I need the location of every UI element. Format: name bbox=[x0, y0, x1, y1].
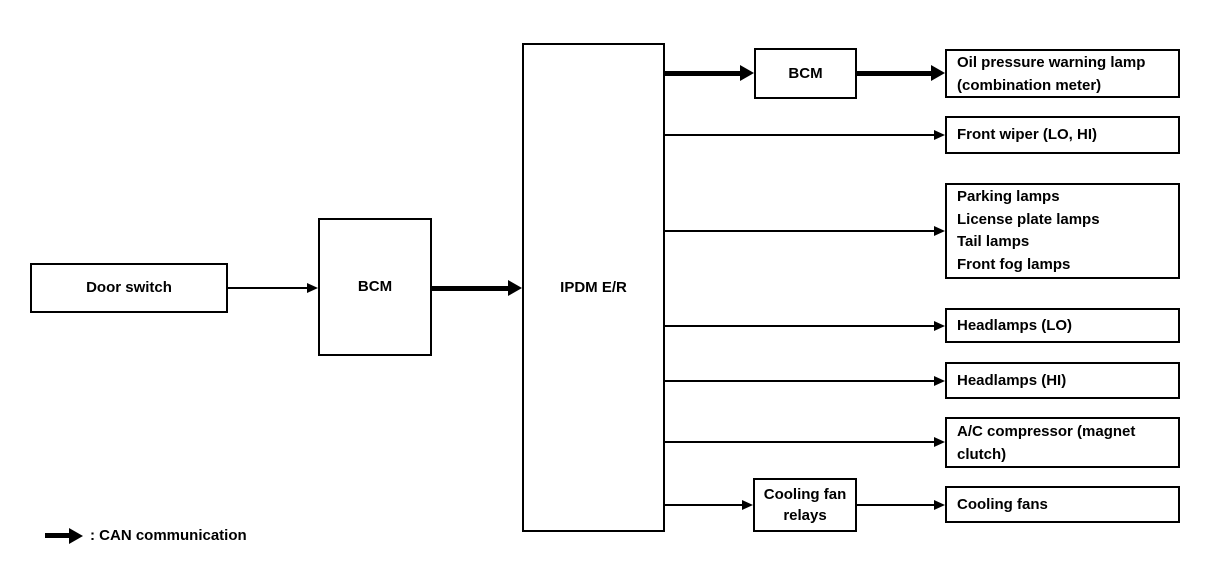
output-box-headlamps-hi: Headlamps (HI) bbox=[945, 362, 1180, 399]
can-arrow-bcm-to-ipdm bbox=[432, 280, 522, 296]
signal-arrow-ipdm-to-front-wiper bbox=[665, 127, 945, 143]
arrow-head-icon bbox=[934, 226, 945, 236]
arrow-head-icon bbox=[934, 376, 945, 386]
node-cooling-fan-relays: Cooling fan relays bbox=[753, 478, 857, 532]
output-line: License plate lamps bbox=[957, 210, 1100, 228]
output-line: (combination meter) bbox=[957, 76, 1102, 94]
signal-arrow-ipdm-to-exterior-lamps bbox=[665, 223, 945, 239]
arrow-shaft bbox=[228, 287, 307, 289]
node-door-switch: Door switch bbox=[30, 263, 228, 313]
arrow-head-icon bbox=[931, 65, 945, 81]
signal-arrow-ipdm-to-headlamps-hi bbox=[665, 373, 945, 389]
signal-arrow-ipdm-to-ac-compressor bbox=[665, 434, 945, 450]
signal-arrow-ipdm-to-cooling-fan-relays bbox=[665, 497, 753, 513]
output-line: Headlamps (LO) bbox=[957, 316, 1073, 334]
arrow-shaft bbox=[665, 70, 740, 76]
arrow-shaft bbox=[432, 285, 508, 291]
can-arrow-bcm-to-oil-pressure-lamp bbox=[857, 65, 945, 81]
output-line: A/C compressor (magnet clutch) bbox=[957, 422, 1136, 463]
arrow-head-icon bbox=[934, 437, 945, 447]
signal-arrow-relays-to-cooling-fans bbox=[857, 497, 945, 513]
can-arrow-ipdm-to-bcm bbox=[665, 65, 754, 81]
arrow-head-icon bbox=[934, 500, 945, 510]
arrow-shaft bbox=[665, 380, 934, 382]
arrow-shaft bbox=[665, 504, 742, 506]
output-line: Tail lamps bbox=[957, 233, 1030, 250]
legend-can-communication: : CAN communication bbox=[45, 527, 247, 544]
output-box-oil-pressure-warning-lamp: Oil pressure warning lamp (combination m… bbox=[945, 49, 1180, 98]
node-bcm-label: BCM bbox=[357, 278, 393, 295]
arrow-head-icon bbox=[934, 321, 945, 331]
output-line: Front fog lamps bbox=[957, 255, 1071, 273]
arrow-shaft bbox=[665, 134, 934, 136]
node-bcm-top-label: BCM bbox=[788, 64, 823, 82]
arrow-shaft bbox=[665, 325, 934, 327]
node-bcm: BCM bbox=[318, 218, 432, 356]
signal-arrow-door-switch-to-bcm bbox=[228, 280, 318, 296]
arrow-head-icon bbox=[69, 527, 83, 544]
output-box-exterior-lamps: Parking lamps License plate lamps Tail l… bbox=[945, 183, 1180, 279]
output-line: Parking lamps bbox=[957, 188, 1060, 205]
node-door-switch-label: Door switch bbox=[86, 279, 172, 296]
arrow-head-icon bbox=[508, 280, 522, 296]
node-ipdm-er: IPDM E/R bbox=[522, 43, 665, 532]
arrow-head-icon bbox=[740, 65, 754, 81]
legend-label: : CAN communication bbox=[90, 527, 247, 544]
node-cooling-fan-relays-label: Cooling fan relays bbox=[763, 486, 847, 524]
arrow-shaft bbox=[665, 230, 934, 232]
arrow-shaft bbox=[665, 441, 934, 443]
output-box-headlamps-lo: Headlamps (LO) bbox=[945, 308, 1180, 343]
output-line: Cooling fans bbox=[957, 495, 1048, 513]
output-line: Headlamps (HI) bbox=[957, 371, 1067, 389]
node-ipdm-er-label: IPDM E/R bbox=[560, 278, 627, 296]
output-line: Oil pressure warning lamp bbox=[957, 53, 1146, 71]
can-thick-arrow-icon bbox=[45, 527, 83, 544]
output-box-ac-compressor: A/C compressor (magnet clutch) bbox=[945, 417, 1180, 468]
arrow-shaft bbox=[45, 533, 69, 538]
node-bcm-top: BCM bbox=[754, 48, 857, 99]
arrow-head-icon bbox=[307, 283, 318, 293]
signal-arrow-ipdm-to-headlamps-lo bbox=[665, 318, 945, 334]
output-line: Front wiper (LO, HI) bbox=[957, 126, 1097, 143]
output-box-front-wiper: Front wiper (LO, HI) bbox=[945, 116, 1180, 154]
arrow-shaft bbox=[857, 70, 931, 76]
arrow-head-icon bbox=[742, 500, 753, 510]
output-box-cooling-fans: Cooling fans bbox=[945, 486, 1180, 523]
arrow-head-icon bbox=[934, 130, 945, 140]
arrow-shaft bbox=[857, 504, 934, 506]
